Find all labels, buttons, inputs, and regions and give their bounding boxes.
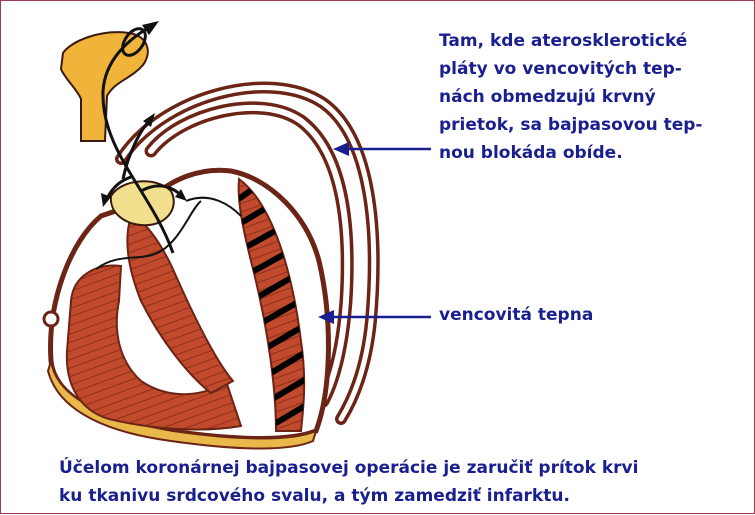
figure-caption: Účelom koronárnej bajpasovej operácie je…: [59, 454, 739, 510]
heart-illustration: [44, 170, 328, 448]
bypass-callout: Tam, kde aterosklerotické pláty vo venco…: [439, 27, 739, 167]
coronary-artery-label: vencovitá tepna: [439, 301, 739, 329]
